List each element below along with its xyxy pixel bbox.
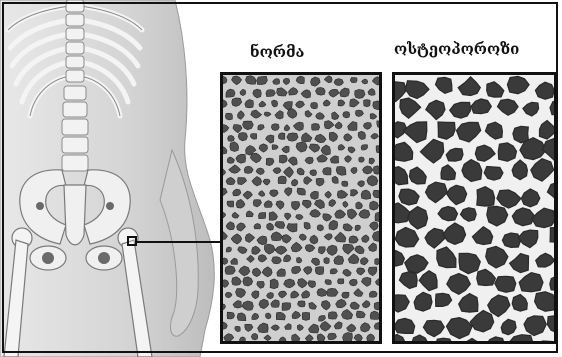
bone-pore <box>328 333 337 340</box>
bone-pore <box>325 280 332 285</box>
bone-pore <box>369 291 377 297</box>
bone-pore <box>535 292 554 312</box>
bone-pore <box>370 201 379 210</box>
bone-pore <box>374 302 379 310</box>
bone-pore <box>298 301 306 307</box>
osteoporosis-bone-panel <box>392 72 557 344</box>
bone-pore <box>317 225 323 231</box>
bone-pore <box>459 253 480 273</box>
skeleton-illustration <box>0 0 222 357</box>
bone-pore <box>258 213 265 219</box>
bone-pore <box>513 126 529 143</box>
bone-pore <box>359 157 365 162</box>
bone-pore <box>226 89 235 97</box>
bone-pore <box>278 133 285 140</box>
bone-pore <box>316 87 326 95</box>
bone-pore <box>271 124 279 131</box>
bone-pore <box>243 277 253 286</box>
bone-pore <box>323 167 332 175</box>
bone-pore <box>282 303 291 311</box>
bone-pore <box>375 212 379 222</box>
bone-pore <box>349 279 357 286</box>
bone-pore <box>327 288 339 296</box>
bone-pore <box>495 276 516 292</box>
bone-pore <box>226 247 231 252</box>
bone-pore <box>328 312 337 319</box>
bone-pore <box>225 113 232 120</box>
bone-pore <box>336 166 346 175</box>
bone-pore <box>436 338 453 341</box>
label-normal: ნორმა <box>250 43 304 61</box>
bone-pore <box>373 166 379 175</box>
bone-pore <box>343 111 350 118</box>
bone-pore <box>302 312 309 320</box>
bone-pore <box>270 279 278 289</box>
bone-pore <box>304 222 310 229</box>
bone-pore <box>223 258 228 265</box>
bone-pore <box>342 181 348 186</box>
bone-pore <box>324 258 330 264</box>
bone-pore <box>272 257 282 264</box>
bone-pore <box>350 78 357 83</box>
bone-pore <box>310 170 317 176</box>
bone-pore <box>395 318 415 333</box>
bone-pore <box>278 176 286 184</box>
bone-pore <box>225 266 235 275</box>
bone-pore <box>337 279 344 284</box>
bone-pore <box>361 190 371 199</box>
bone-pore <box>287 133 298 141</box>
bone-pore <box>550 228 554 243</box>
bone-pore <box>361 145 368 150</box>
osteoporosis-bone-texture <box>395 75 554 341</box>
bone-pore <box>266 90 276 97</box>
normal-bone-texture <box>223 75 379 341</box>
bone-pore <box>355 89 366 98</box>
bone-pore <box>375 258 379 264</box>
bone-pore <box>502 233 520 247</box>
bone-pore <box>364 100 371 107</box>
bone-pore <box>311 102 318 108</box>
bone-pore <box>251 333 257 340</box>
bone-pore <box>279 155 287 163</box>
bone-pore <box>257 76 268 84</box>
label-osteoporosis: ოსტეოპოროზი <box>394 40 519 58</box>
bone-pore <box>312 123 320 130</box>
bone-pore <box>265 313 271 319</box>
bone-pore <box>297 188 306 195</box>
bone-pore <box>484 167 503 181</box>
bone-pore <box>227 312 234 319</box>
pointer-line <box>136 241 222 243</box>
normal-bone-panel <box>220 72 382 344</box>
bone-pore <box>376 145 379 153</box>
bone-pore <box>315 267 324 275</box>
bone-pore <box>370 311 379 319</box>
bone-pore <box>228 135 235 141</box>
bone-pore <box>227 201 234 207</box>
bone-pore <box>342 292 349 298</box>
